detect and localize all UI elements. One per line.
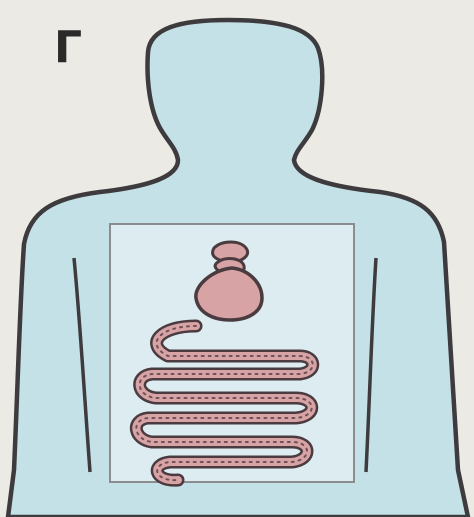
panel-label: Г <box>54 26 82 70</box>
